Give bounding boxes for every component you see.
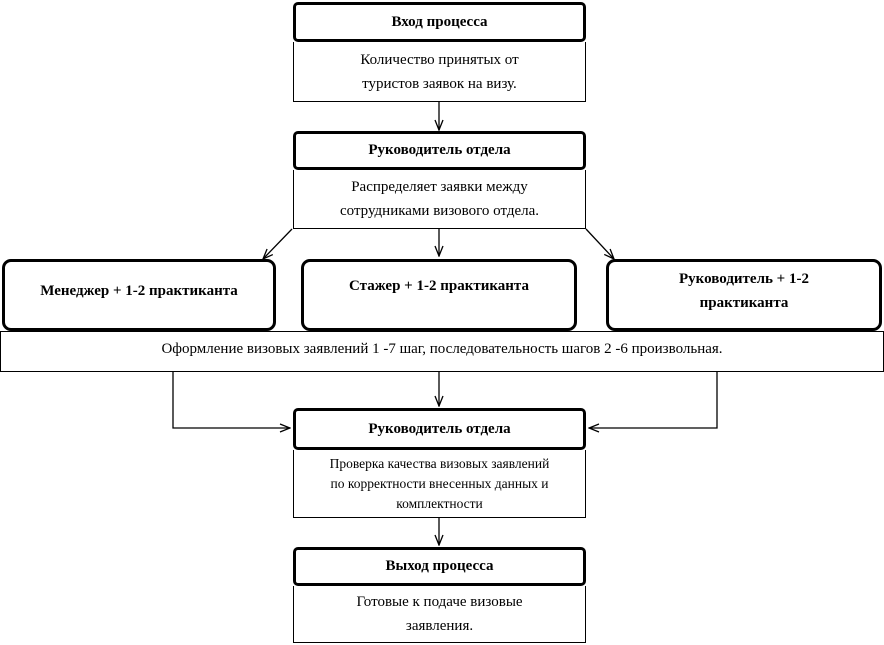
group-manager: Менеджер + 1-2 практиканта <box>2 259 276 331</box>
output-title: Выход процесса <box>293 547 586 586</box>
group-leader: Руководитель + 1-2 практиканта <box>606 259 882 331</box>
output-title-text: Выход процесса <box>385 558 494 574</box>
input-title: Вход процесса <box>293 2 586 42</box>
head-check-title: Руководитель отдела <box>293 408 586 450</box>
group-trainee-label: Стажер + 1-2 практиканта <box>349 278 529 294</box>
head-top-title: Руководитель отдела <box>293 131 586 170</box>
input-description-text: Количество принятых от туристов заявок н… <box>360 51 519 92</box>
group-leader-label: Руководитель + 1-2 практиканта <box>679 271 809 311</box>
head-top-description-text: Распределяет заявки между сотрудниками в… <box>339 179 540 219</box>
arrow-head-to-manager <box>263 228 293 259</box>
output-description: Готовые к подаче визовые заявления. <box>293 586 586 643</box>
process-banner: Оформление визовых заявлений 1 -7 шаг, п… <box>0 331 884 372</box>
output-description-text: Готовые к подаче визовые заявления. <box>356 594 523 634</box>
head-top-description: Распределяет заявки между сотрудниками в… <box>293 170 586 229</box>
process-banner-text: Оформление визовых заявлений 1 -7 шаг, п… <box>161 341 723 357</box>
arrow-right-to-check <box>589 372 718 428</box>
group-trainee: Стажер + 1-2 практиканта <box>301 259 577 331</box>
arrow-head-to-leader <box>585 228 614 259</box>
input-title-text: Вход процесса <box>391 13 488 30</box>
head-check-description: Проверка качества визовых заявлений по к… <box>293 450 586 518</box>
arrow-left-to-check <box>172 372 290 428</box>
head-top-title-text: Руководитель отдела <box>368 142 511 158</box>
head-check-description-text: Проверка качества визовых заявлений по к… <box>329 455 550 511</box>
group-manager-label: Менеджер + 1-2 практиканта <box>40 283 238 299</box>
input-description: Количество принятых от туристов заявок н… <box>293 42 586 102</box>
head-check-title-text: Руководитель отдела <box>368 420 511 437</box>
